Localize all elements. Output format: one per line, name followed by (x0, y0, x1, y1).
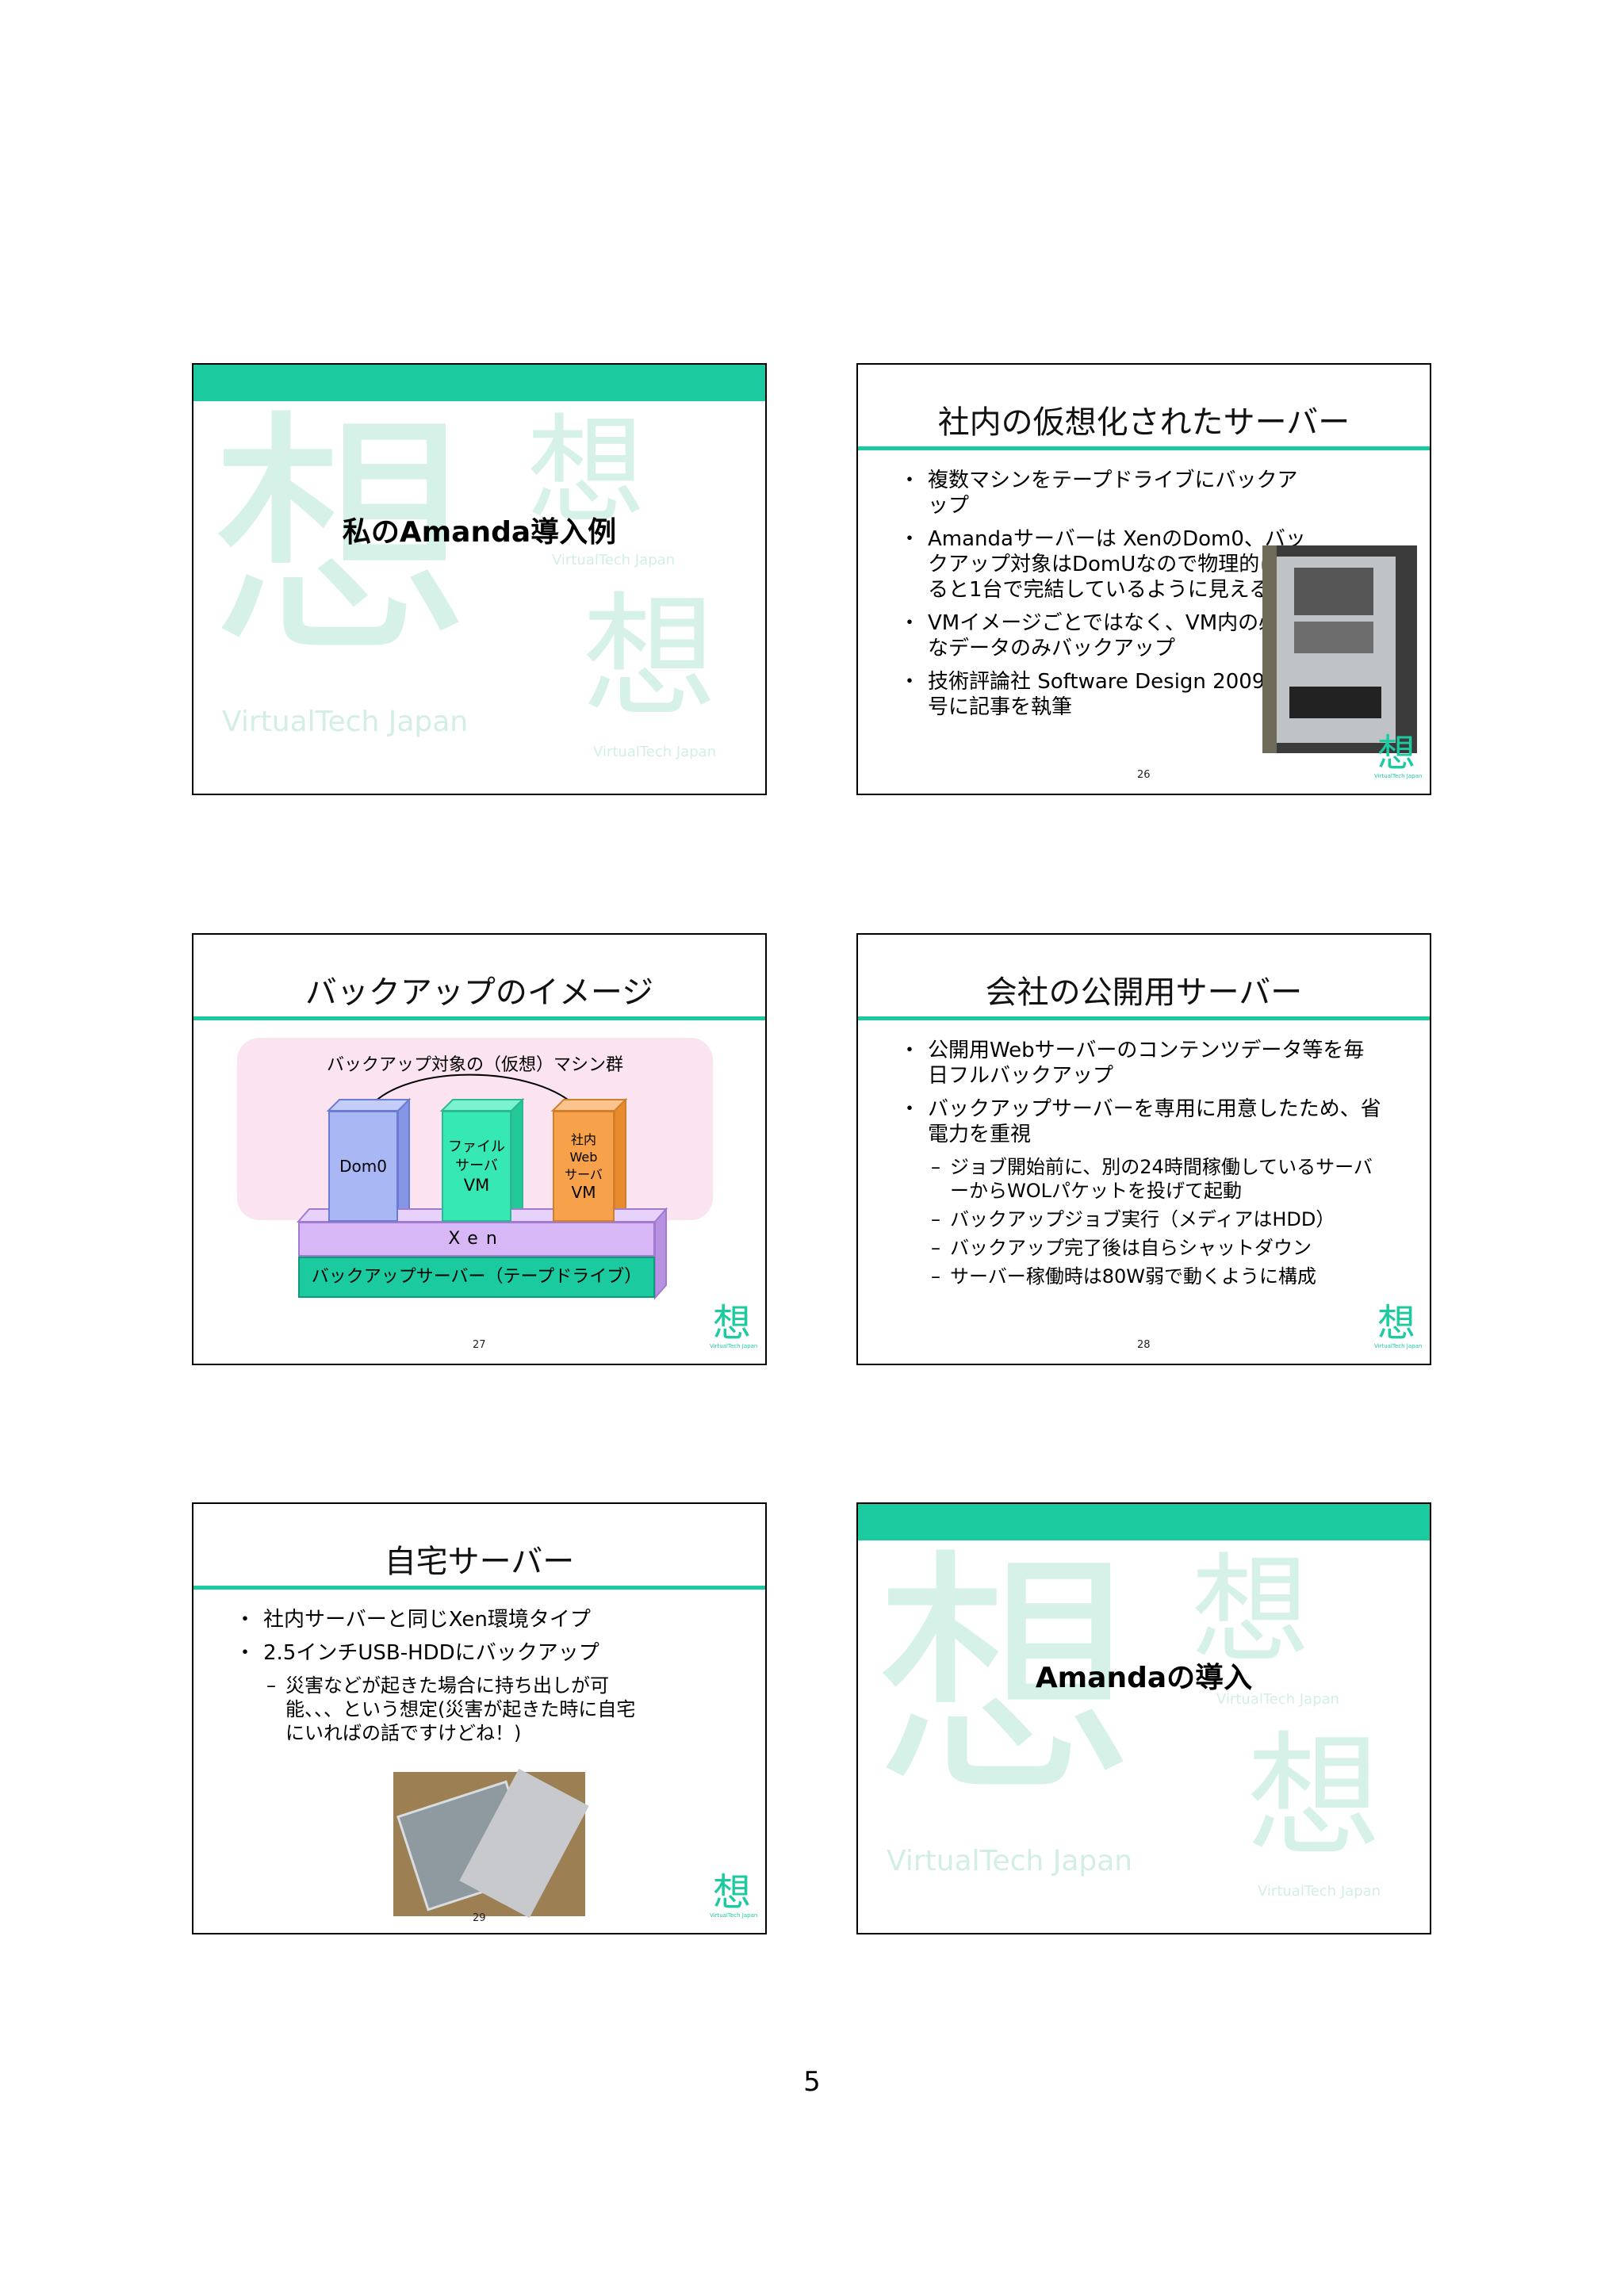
bullet-item: 2.5インチUSB-HDDにバックアップ (235, 1640, 702, 1666)
bullet-list: 社内サーバーと同じXen環境タイプ 2.5インチUSB-HDDにバックアップ 災… (235, 1607, 702, 1750)
slide-title: 社内の仮想化されたサーバー (937, 404, 1350, 441)
group-label: バックアップ対象の（仮想）マシン群 (326, 1055, 623, 1075)
watermark-brand: VirtualTech Japan (1216, 1691, 1340, 1708)
bullet-item: 社内サーバーと同じXen環境タイプ (235, 1607, 702, 1632)
watermark-kanji-small: 想 (1247, 1719, 1382, 1876)
slide-number: 29 (473, 1912, 486, 1924)
slide-title: 会社の公開用サーバー (985, 974, 1303, 1011)
bullet-list: 複数マシンをテープドライブにバックアップ Amandaサーバーは XenのDom… (899, 468, 1311, 728)
slide-public-server: 会社の公開用サーバー 公開用Webサーバーのコンテンツデータ等を毎日フルバックア… (856, 933, 1431, 1365)
slide-title: 自宅サーバー (384, 1544, 575, 1580)
bullet-item: 複数マシンをテープドライブにバックアップ (899, 468, 1311, 519)
slide-number: 26 (1137, 769, 1151, 781)
sub-bullet-item: ジョブ開始前に、別の24時間稼働しているサーバーからWOLパケットを投げて起動 (931, 1155, 1382, 1203)
watermark-kanji-large: 想 (209, 387, 471, 691)
bullet-list: 公開用Webサーバーのコンテンツデータ等を毎日フルバックアップ バックアップサー… (899, 1038, 1382, 1293)
slide-backup-image: バックアップのイメージ バックアップ対象の（仮想）マシン群 Dom0 ファイル … (192, 933, 767, 1365)
slide-title: Amandaの導入 (1035, 1662, 1253, 1694)
watermark-kanji-small: 想 (582, 580, 718, 737)
sub-bullet-item: バックアップジョブ実行（メディアはHDD） (931, 1207, 1382, 1231)
sub-bullet-item: サーバー稼働時は80W弱で動くように構成 (931, 1265, 1382, 1288)
usb-hdd-photo (393, 1768, 589, 1919)
bullet-item: 公開用Webサーバーのコンテンツデータ等を毎日フルバックアップ (899, 1038, 1382, 1089)
watermark-brand: VirtualTech Japan (1258, 1883, 1381, 1900)
title-area: 社内の仮想化されたサーバー (858, 365, 1430, 450)
bullet-item: VMイメージごとではなく、VM内の必要なデータのみバックアップ (899, 610, 1311, 661)
slide-amanda-intro: 想 想 想 VirtualTech Japan VirtualTech Japa… (856, 1502, 1431, 1934)
backup-server-layer: バックアップサーバー（テープドライブ） (298, 1257, 655, 1298)
sub-bullet-item: 災害などが起きた場合に持ち出しが可能、、、という想定(災害が起きた時に自宅にいれ… (266, 1674, 654, 1745)
watermark-brand: VirtualTech Japan (593, 744, 717, 760)
slide-home-server: 自宅サーバー 社内サーバーと同じXen環境タイプ 2.5インチUSB-HDDにバ… (192, 1502, 767, 1934)
slide-title: 私のAmanda導入例 (342, 516, 617, 549)
xen-layer: Xen (298, 1222, 655, 1257)
bullet-item: 技術評論社 Software Design 2009/04号に記事を執筆 (899, 669, 1311, 720)
dom0-box: Dom0 (328, 1111, 398, 1222)
bullet-item: バックアップサーバーを専用に用意したため、省電力を重視 (899, 1096, 1382, 1147)
slide-title: バックアップのイメージ (304, 974, 654, 1011)
watermark-brand: VirtualTech Japan (887, 1845, 1133, 1877)
slide-number: 28 (1137, 1339, 1151, 1351)
slide-amanda-example: 想 想 想 VirtualTech Japan VirtualTech Japa… (192, 363, 767, 795)
header-bar (858, 1504, 1430, 1540)
bullet-item: Amandaサーバーは XenのDom0、バックアップ対象はDomUなので物理的… (899, 526, 1311, 603)
sub-bullet-item: バックアップ完了後は自らシャットダウン (931, 1236, 1382, 1260)
watermark-kanji-large: 想 (874, 1526, 1136, 1831)
watermark-kanji-small: 想 (527, 403, 646, 541)
slide-number: 27 (473, 1339, 486, 1351)
title-area: バックアップのイメージ (193, 935, 765, 1020)
file-server-vm-box: ファイル サーバ VM (442, 1111, 511, 1222)
slide-virtualized-servers: 社内の仮想化されたサーバー 複数マシンをテープドライブにバックアップ Amand… (856, 363, 1431, 795)
web-server-vm-box: 社内 Web サーバ VM (553, 1111, 615, 1222)
watermark-brand: VirtualTech Japan (222, 706, 469, 738)
server-photo (1262, 545, 1417, 753)
header-bar (193, 365, 765, 401)
watermark-brand: VirtualTech Japan (552, 552, 676, 568)
watermark-kanji-small: 想 (1191, 1542, 1311, 1680)
page-number: 5 (803, 2066, 821, 2098)
title-area: 会社の公開用サーバー (858, 935, 1430, 1020)
title-area: 自宅サーバー (193, 1504, 765, 1590)
